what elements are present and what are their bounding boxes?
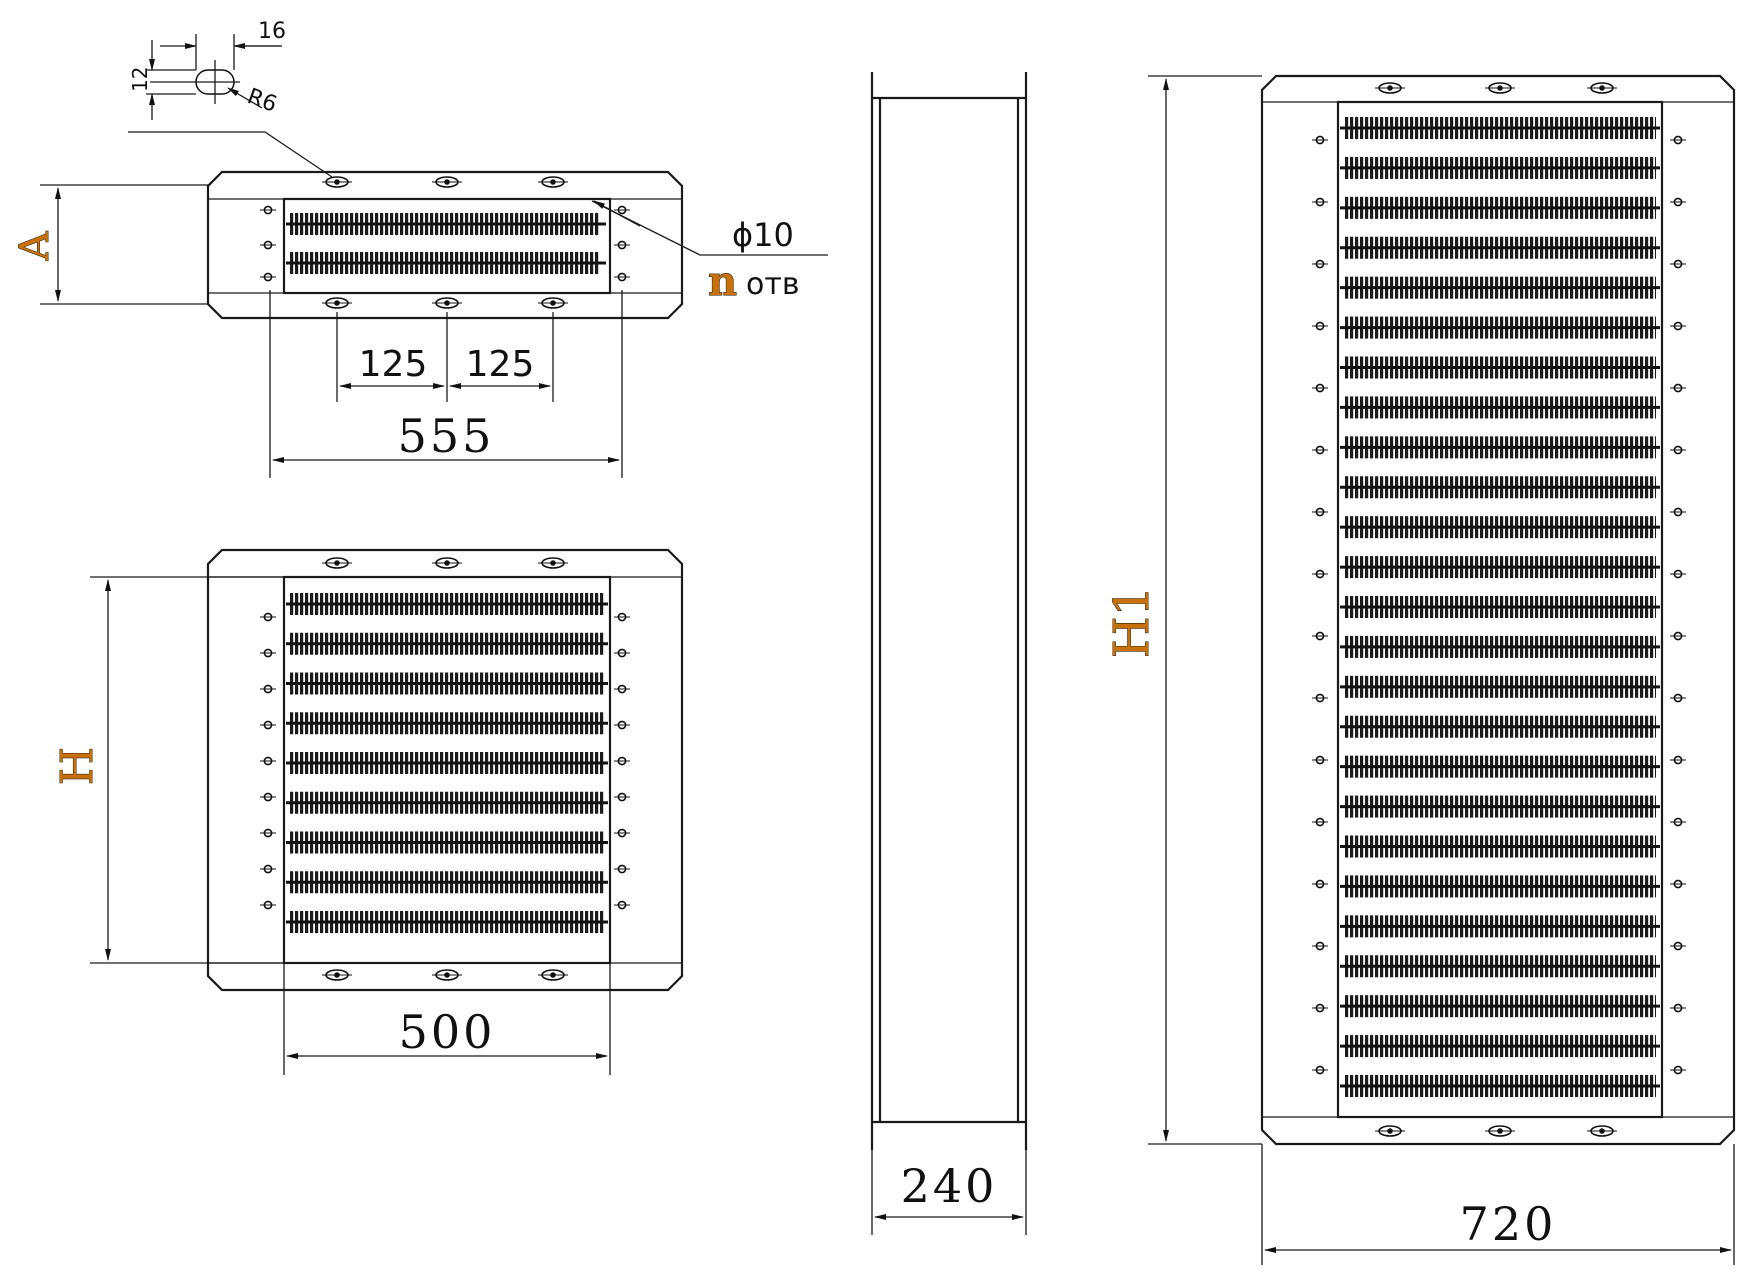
terminal-bolt-icon [259,756,277,766]
front-view-element-frame [282,575,612,965]
front-view [206,548,684,992]
terminal-bolt-icon [1669,321,1687,331]
slot-height-label: 12 [128,67,152,92]
terminal-bolt-icon [613,648,631,658]
terminal-bolt-icon [1311,755,1329,765]
terminal-bolt-icon [1311,631,1329,641]
terminal-bolt-icon [1311,1003,1329,1013]
terminal-bolt-icon [1669,507,1687,517]
terminal-bolt-icon [1311,817,1329,827]
terminal-bolt-icon [613,720,631,730]
dim-a-label: A [12,230,58,261]
terminal-bolt-icon [1311,693,1329,703]
terminal-bolt-icon [259,864,277,874]
depth-label: 240 [901,1159,998,1213]
terminal-bolt-icon [259,828,277,838]
terminal-bolt-icon [1311,1065,1329,1075]
terminal-bolt-icon [259,684,277,694]
dim-depth: 240 [871,1150,1027,1235]
dim-h: H [52,576,284,964]
top-width-label: 555 [398,409,495,463]
terminal-bolt-icon [1669,1065,1687,1075]
terminal-bolt-icon [1311,507,1329,517]
large-view-element-frame [1336,100,1664,1119]
terminal-bolt-icon [1669,445,1687,455]
front-view-heater-elements [286,593,608,933]
large-view-heater-elements [1340,117,1660,1097]
terminal-bolt-icon [613,756,631,766]
terminal-bolt-icon [259,792,277,802]
terminal-bolt-icon [259,720,277,730]
hole-callout: ϕ10 n отв [591,200,828,305]
large-view [1260,74,1736,1146]
front-width-label: 500 [399,1005,496,1059]
holes-unit-label: отв [746,267,800,302]
terminal-bolt-icon [1669,817,1687,827]
terminal-bolt-icon [1669,259,1687,269]
terminal-bolt-icon [1311,321,1329,331]
terminal-bolt-icon [613,684,631,694]
dim-large-width: 720 [1261,1144,1735,1265]
holes-count-label: n [708,258,737,305]
terminal-bolt-icon [613,612,631,622]
terminal-bolt-icon [1311,197,1329,207]
terminal-bolt-icon [1669,879,1687,889]
slot-radius-label: R6 [244,84,280,118]
top-view-body [206,170,684,320]
dim-top-width: 555 [269,290,623,478]
side-view [870,72,1028,1150]
dim-top-pitch: 125 125 [336,312,554,402]
terminal-bolt-icon [259,648,277,658]
terminal-bolt-icon [1669,693,1687,703]
terminal-bolt-icon [1311,569,1329,579]
dim-h-label: H [52,747,103,785]
terminal-bolt-icon [1669,197,1687,207]
terminal-bolt-icon [1311,941,1329,951]
hole-diameter-label: ϕ10 [732,216,794,254]
terminal-bolt-icon [1669,1003,1687,1013]
dim-h1: H1 [1104,75,1262,1145]
terminal-bolt-icon [1311,445,1329,455]
terminal-bolt-icon [1669,755,1687,765]
terminal-bolt-icon [613,828,631,838]
terminal-bolt-icon [1311,383,1329,393]
pitch-2-label: 125 [466,344,535,385]
pitch-1-label: 125 [359,344,428,385]
terminal-bolt-icon [613,792,631,802]
slot-width-label: 16 [258,19,286,44]
top-view [206,170,684,320]
terminal-bolt-icon [613,864,631,874]
front-view-body [206,548,684,992]
terminal-bolt-icon [613,900,631,910]
terminal-bolt-icon [259,612,277,622]
large-width-label: 720 [1460,1197,1557,1251]
top-view-heater-elements [286,213,606,274]
terminal-bolt-icon [1311,879,1329,889]
terminal-bolt-icon [1669,135,1687,145]
slot-detail: 16 12 R6 [128,19,333,178]
terminal-bolt-icon [1669,383,1687,393]
terminal-bolt-icon [1669,631,1687,641]
terminal-bolt-icon [1311,135,1329,145]
terminal-bolt-icon [259,900,277,910]
dim-h1-label: H1 [1104,586,1160,658]
large-view-body [1260,74,1736,1146]
terminal-bolt-icon [1669,569,1687,579]
terminal-bolt-icon [1311,259,1329,269]
dim-front-width: 500 [283,963,611,1075]
terminal-bolt-icon [1669,941,1687,951]
dim-a: A [12,184,208,305]
